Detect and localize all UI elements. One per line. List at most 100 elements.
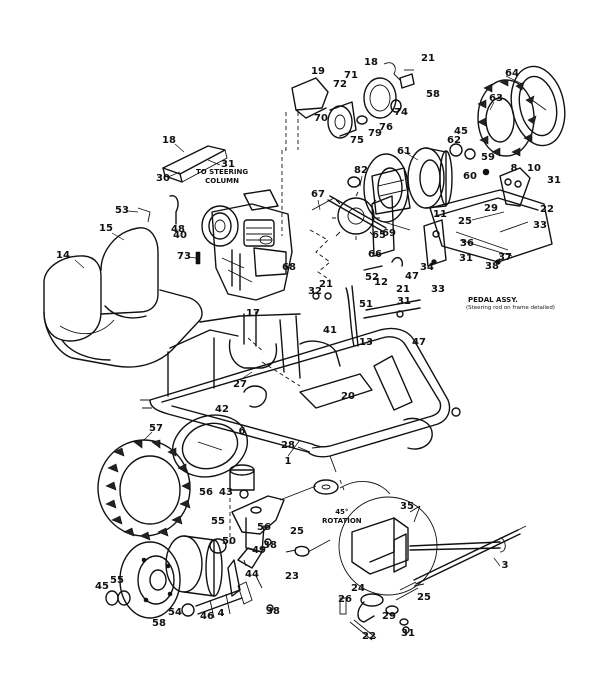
callout-part-31: 31 [221, 159, 235, 170]
rotation-note-line-1: 45° [335, 508, 349, 516]
callout-part-29: 29 [484, 203, 498, 214]
callout-part-6: 6 [238, 426, 246, 437]
callout-part-36: 36 [460, 238, 474, 249]
callout-part-69: 69 [382, 228, 396, 239]
callout-part-42: 42 [215, 404, 229, 415]
callout-part-67: 67 [311, 189, 325, 200]
frame [140, 285, 451, 473]
callout-part-17: 17 [246, 308, 260, 319]
callout-part-24: 24 [351, 583, 365, 594]
callout-part-31: 31 [397, 296, 411, 307]
callout-part-10: 10 [527, 163, 541, 174]
callout-part-52: 52 [365, 272, 379, 283]
callout-part-33: 33 [431, 284, 445, 295]
callout-part-58: 58 [152, 618, 166, 629]
callout-part-48: 48 [171, 224, 185, 235]
callout-part-71: 71 [344, 70, 358, 81]
callout-part-31: 31 [459, 253, 473, 264]
callout-part-30: 30 [156, 173, 170, 184]
callout-part-21: 21 [421, 53, 435, 64]
callout-part-33: 33 [533, 220, 547, 231]
callout-part-11: 11 [433, 209, 447, 220]
callout-part-38: 38 [485, 261, 499, 272]
rear-hub [311, 143, 490, 257]
callout-part-73: 73 [177, 251, 191, 262]
hardware [137, 195, 461, 634]
pedal-assembly [423, 167, 553, 267]
rear-wheel [477, 65, 566, 157]
callout-part-75: 75 [350, 135, 364, 146]
jackshaft [291, 62, 415, 139]
callout-part-21: 21 [319, 279, 333, 290]
callout-part-57: 57 [149, 423, 163, 434]
callout-part-56: 56 [257, 522, 271, 533]
callout-part-45: 45 [454, 126, 468, 137]
engine [201, 189, 293, 301]
callout-part-14: 14 [56, 250, 70, 261]
callout-part-26: 26 [338, 594, 352, 605]
callout-part-55: 55 [211, 516, 225, 527]
rotation-note: 45° ROTATION [322, 508, 362, 526]
callout-part-70: 70 [314, 113, 328, 124]
callout-part-60: 60 [463, 171, 477, 182]
callout-part-35: 35 [400, 501, 414, 512]
rotation-note-line-2: ROTATION [322, 517, 362, 525]
steering-note: TO STEERING COLUMN [196, 168, 248, 186]
plate [162, 145, 228, 183]
callout-part-28: 28 [281, 440, 295, 451]
callout-part-31: 31 [401, 628, 415, 639]
callout-part-13: 13 [359, 337, 373, 348]
steering-note-line-2: COLUMN [205, 177, 239, 185]
callout-part-29: 29 [382, 611, 396, 622]
callout-part-18: 18 [162, 135, 176, 146]
callout-part-19: 19 [311, 66, 325, 77]
callout-part-58: 58 [426, 89, 440, 100]
steering-note-line-1: TO STEERING [196, 168, 249, 176]
callout-part-22: 22 [540, 204, 554, 215]
spindle-hardware [339, 583, 425, 641]
seat [43, 227, 203, 368]
steering-bracket [231, 479, 391, 605]
callout-part-40: 40 [173, 230, 187, 241]
callout-part-38: 38 [266, 606, 280, 617]
callout-part-53: 53 [115, 205, 129, 216]
callout-part-22: 22 [362, 631, 376, 642]
callout-part-56: 56 [199, 487, 213, 498]
callout-part-41: 41 [323, 325, 337, 336]
callout-part-55: 55 [110, 575, 124, 586]
callout-part-64: 64 [505, 68, 519, 79]
pedal-note: PEDAL ASSY. [468, 296, 518, 304]
callout-part-15: 15 [99, 223, 113, 234]
callout-part-25: 25 [458, 216, 472, 227]
callout-part-47: 47 [405, 271, 419, 282]
callout-part-27: 27 [233, 379, 247, 390]
callout-part-45: 45 [95, 581, 109, 592]
callout-part-82: 82 [354, 165, 368, 176]
callout-part-31: 31 [547, 175, 561, 186]
callout-part-50: 50 [222, 536, 236, 547]
callout-part-43: 43 [219, 487, 233, 498]
callout-part-23: 23 [285, 571, 299, 582]
callout-part-37: 37 [498, 252, 512, 263]
callout-part-62: 62 [447, 135, 461, 146]
callout-part-1: 1 [284, 456, 292, 467]
callout-part-4: 4 [217, 608, 225, 619]
detail-inset [338, 496, 506, 596]
callout-leaders [74, 75, 523, 567]
callout-part-32: 32 [308, 286, 322, 297]
callout-part-25: 25 [290, 526, 304, 537]
front-wheel [97, 414, 255, 541]
callout-part-76: 76 [379, 122, 393, 133]
callout-part-59: 59 [481, 152, 495, 163]
callout-part-72: 72 [333, 79, 347, 90]
callout-part-68: 68 [282, 262, 296, 273]
callout-part-47: 47 [412, 337, 426, 348]
pedal-subnote: (Steering rod on frame detailed) [466, 305, 555, 311]
callout-part-20: 20 [341, 391, 355, 402]
callout-part-66: 66 [368, 249, 382, 260]
callout-part-44: 44 [245, 569, 259, 580]
front-hub [105, 535, 263, 619]
callout-part-8: 8 [510, 163, 518, 174]
callout-part-46: 46 [200, 611, 214, 622]
